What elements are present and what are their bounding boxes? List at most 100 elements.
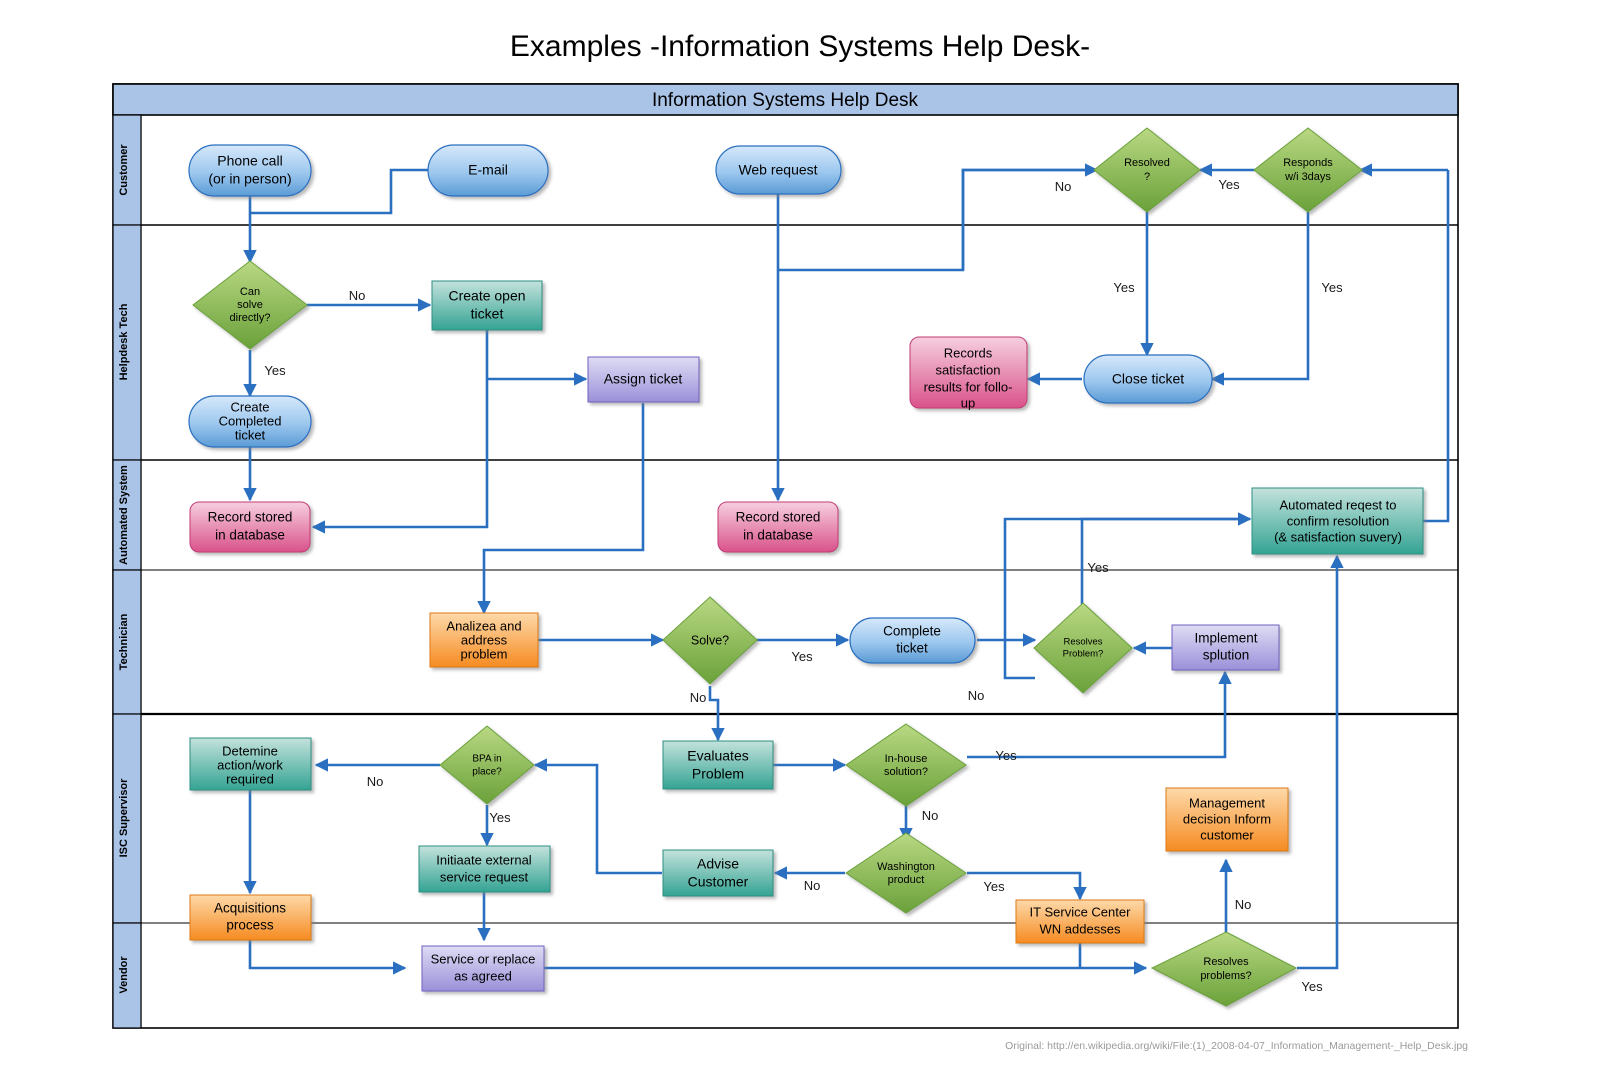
- node-web-request[interactable]: Web request: [715, 145, 842, 195]
- lane-headers: Customer Helpdesk Tech Automated System …: [112, 114, 142, 1029]
- node-label: Record stored: [736, 510, 821, 525]
- node-label: Resolved: [1124, 157, 1170, 169]
- edge-email-to-join: [250, 168, 430, 215]
- node-label: Phone call: [217, 153, 282, 169]
- node-label: decision Inform: [1183, 811, 1271, 826]
- node-label: ticket: [471, 306, 504, 322]
- node-label: Completed: [219, 413, 282, 428]
- node-washington-product[interactable]: Washington product: [845, 832, 967, 914]
- node-bpa-in-place[interactable]: BPA in place?: [439, 725, 535, 805]
- lane-label-isc-supervisor: ISC Supervisor: [118, 778, 130, 858]
- node-service-or-replace[interactable]: Service or replace as agreed: [421, 945, 545, 992]
- edge-responds-down-to-close: [1210, 212, 1310, 386]
- node-label: satisfaction: [935, 362, 1000, 377]
- edge-label-solve-no: No: [690, 690, 707, 705]
- node-determine-action[interactable]: Detemine action/work required: [189, 737, 312, 791]
- node-in-house-solution[interactable]: In-house solution?: [845, 723, 967, 807]
- node-label: required: [226, 771, 274, 786]
- edge-acquisitions-to-service: [248, 938, 407, 975]
- node-record-stored-1[interactable]: Record stored in database: [189, 501, 311, 553]
- edge-label-inhouse-no: No: [922, 808, 939, 823]
- node-automated-request[interactable]: Automated reqest to confirm resolution (…: [1251, 487, 1424, 555]
- edge-label-resolvesproblem-yes: Yes: [1087, 560, 1109, 575]
- node-evaluates-problem[interactable]: Evaluates Problem: [662, 740, 774, 790]
- node-label: Initiaate external: [436, 852, 532, 867]
- node-resolves-problems[interactable]: Resolves problems?: [1150, 931, 1298, 1007]
- node-label: product: [888, 874, 925, 886]
- edge-advise-to-bpa: [533, 758, 662, 875]
- node-resolved[interactable]: Resolved ?: [1093, 127, 1201, 213]
- node-label: Advise: [697, 856, 739, 872]
- lane-header-vendor: [112, 922, 142, 1029]
- node-implement-solution[interactable]: Implement splution: [1171, 624, 1280, 671]
- node-records-satisfaction[interactable]: Records satisfaction results for follo- …: [909, 336, 1028, 410]
- node-email[interactable]: E-mail: [427, 144, 549, 197]
- node-label: problems?: [1200, 970, 1251, 982]
- pool-frame: Information Systems Help Desk: [112, 83, 1459, 1029]
- edge-automated-to-return: [1423, 170, 1450, 523]
- node-label: process: [226, 918, 274, 933]
- node-label: Create open: [448, 288, 525, 304]
- lane-header-customer: [112, 114, 142, 226]
- node-close-ticket[interactable]: Close ticket: [1083, 354, 1213, 404]
- node-record-stored-2[interactable]: Record stored in database: [717, 501, 839, 553]
- edge-label-washington-yes: Yes: [983, 879, 1005, 894]
- node-label: BPA in: [472, 754, 501, 765]
- node-label: confirm resolution: [1287, 513, 1390, 528]
- node-label: action/work: [217, 757, 283, 772]
- node-create-open-ticket[interactable]: Create open ticket: [431, 280, 543, 331]
- node-phone-call[interactable]: Phone call (or in person): [188, 144, 312, 197]
- edge-label-responds-down-yes: Yes: [1321, 280, 1343, 295]
- node-label: Resolves: [1203, 956, 1249, 968]
- node-label: Responds: [1283, 157, 1333, 169]
- edge-label-resolved-no: No: [1055, 179, 1072, 194]
- node-solve[interactable]: Solve?: [662, 596, 758, 685]
- node-responds-3days[interactable]: Responds w/i 3days: [1253, 127, 1363, 213]
- edge-resolved-no-left: [961, 168, 1097, 270]
- node-label: splution: [1203, 648, 1250, 663]
- node-label: Implement: [1194, 631, 1257, 646]
- node-label: Create: [230, 399, 269, 414]
- edge-label-resolved-yes: Yes: [1113, 280, 1135, 295]
- edge-label-cansolve-no: No: [349, 288, 366, 303]
- node-label: (or in person): [208, 171, 291, 187]
- node-label: Can: [240, 286, 260, 298]
- node-analizea[interactable]: Analizea and address problem: [429, 612, 539, 668]
- node-label: solve: [237, 299, 263, 311]
- node-label: Record stored: [208, 510, 293, 525]
- node-initiate-external[interactable]: Initiaate external service request: [418, 845, 551, 893]
- node-it-service-center[interactable]: IT Service Center WN addesses: [1015, 899, 1145, 944]
- lane-label-vendor: Vendor: [118, 956, 130, 994]
- node-management-decision[interactable]: Management decision Inform customer: [1165, 787, 1289, 852]
- edge-label-washington-no: No: [804, 878, 821, 893]
- node-advise-customer[interactable]: Advise Customer: [662, 849, 774, 897]
- node-resolves-problem[interactable]: Resolves Problem?: [1033, 602, 1133, 694]
- lane-dividers: [113, 115, 1458, 1028]
- node-label: directly?: [230, 312, 271, 324]
- edge-label-bpa-yes: Yes: [489, 810, 511, 825]
- edge-washington-yes-to-itservice: [967, 871, 1087, 901]
- page-title: Examples -Information Systems Help Desk-: [509, 30, 1091, 63]
- node-label: problem: [461, 646, 508, 661]
- node-label: solution?: [884, 766, 928, 778]
- node-label: ticket: [896, 641, 928, 656]
- node-label: Detemine: [222, 743, 278, 758]
- node-label: results for follo-: [924, 379, 1013, 394]
- node-complete-ticket[interactable]: Complete ticket: [849, 617, 976, 664]
- node-label: Close ticket: [1112, 371, 1184, 387]
- node-label: service request: [440, 869, 529, 884]
- node-label: Problem?: [1063, 649, 1104, 660]
- node-create-completed-ticket[interactable]: Create Completed ticket: [188, 395, 312, 448]
- node-acquisitions-process[interactable]: Acquisitions process: [189, 894, 312, 941]
- node-label: Service or replace: [431, 951, 536, 966]
- source-attribution: Original: http://en.wikipedia.org/wiki/F…: [1005, 1040, 1468, 1052]
- lane-label-technician: Technician: [118, 613, 130, 670]
- edge-labels: No Yes Yes Yes No Yes Yes Yes No No No Y…: [264, 177, 1343, 994]
- node-label: customer: [1200, 827, 1254, 842]
- edge-label-resolvesproblems-no: No: [1235, 897, 1252, 912]
- node-can-solve-directly[interactable]: Can solve directly?: [192, 260, 308, 350]
- node-assign-ticket[interactable]: Assign ticket: [587, 356, 700, 403]
- node-label: Problem: [692, 766, 744, 782]
- edge-assign-to-analizea: [477, 403, 645, 615]
- lane-label-helpdesk-tech: Helpdesk Tech: [118, 303, 130, 380]
